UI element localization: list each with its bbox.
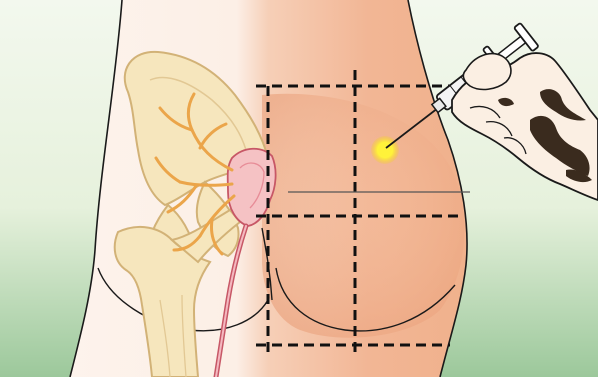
illustration-canvas: [0, 0, 598, 377]
injection-site-illustration: [0, 0, 598, 377]
